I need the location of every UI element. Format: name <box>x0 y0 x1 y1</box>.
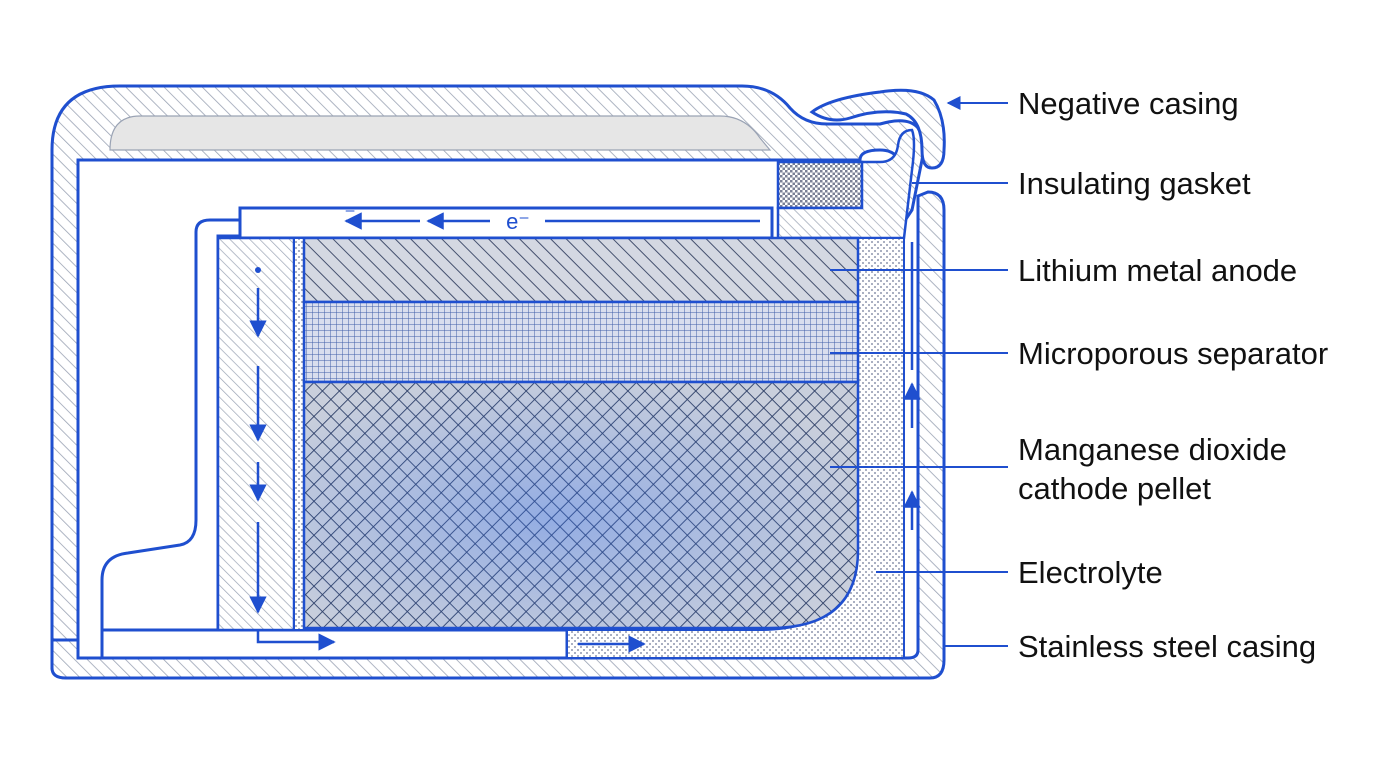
bottom-collector-plate <box>100 628 569 660</box>
casing-crimp-lip <box>809 88 946 170</box>
label-cathode-line1: Manganese dioxide <box>1018 432 1287 467</box>
label-insulating-gasket: Insulating gasket <box>1018 166 1251 201</box>
label-separator: Microporous separator <box>1018 336 1328 371</box>
insulating-gasket-block <box>776 160 864 210</box>
stainless-steel-casing <box>50 190 946 680</box>
insulating-gasket <box>776 128 916 240</box>
label-stainless-casing: Stainless steel casing <box>1018 629 1316 664</box>
electron-label: e⁻ <box>506 209 530 234</box>
left-separator-strip <box>293 237 305 631</box>
lithium-metal-anode <box>302 236 860 304</box>
electron-flow-arrows <box>249 212 921 653</box>
label-negative-casing: Negative casing <box>1018 86 1239 121</box>
leader-lines <box>830 96 1008 647</box>
electron-dot <box>255 267 261 273</box>
label-cathode-line2: cathode pellet <box>1018 471 1211 506</box>
label-electrolyte: Electrolyte <box>1018 555 1163 590</box>
label-lithium-anode: Lithium metal anode <box>1018 253 1297 288</box>
microporous-separator <box>302 300 860 384</box>
negative-casing-inner-band <box>109 115 772 151</box>
cathode-pellet-glow <box>304 382 858 628</box>
top-collector-strip <box>238 206 774 240</box>
left-hatched-column <box>216 236 296 632</box>
inner-current-collector <box>100 218 242 640</box>
electron-label-short: ⁻ <box>344 202 356 227</box>
labels: Negative casing Insulating gasket Lithiu… <box>1018 86 1328 664</box>
electron-arrow-bottom-1 <box>256 630 336 651</box>
